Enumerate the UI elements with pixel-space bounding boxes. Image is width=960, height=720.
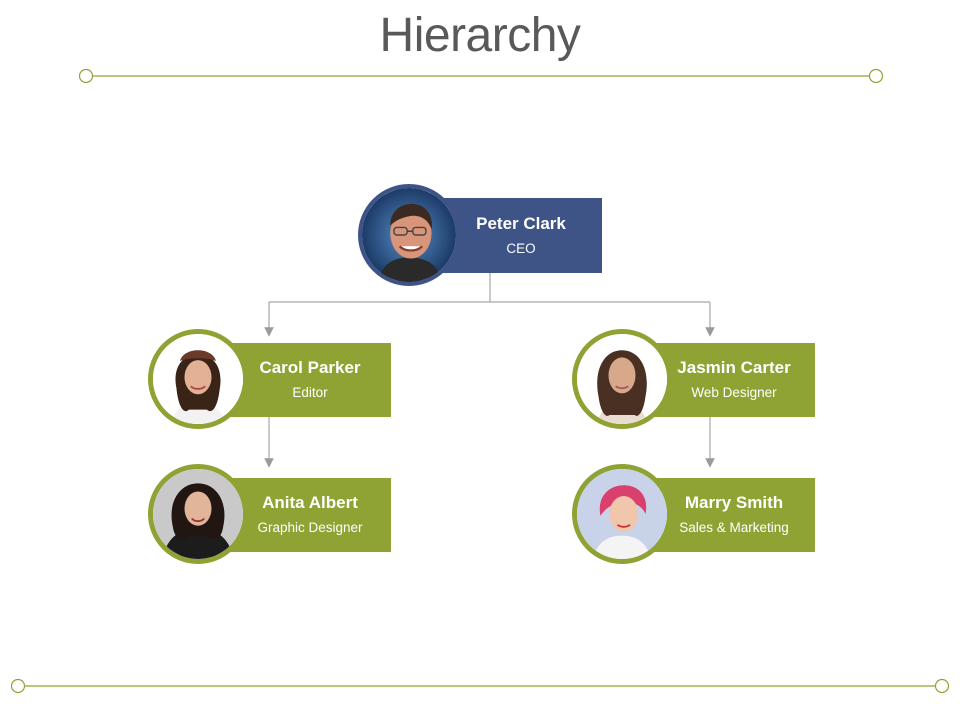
carol-avatar [148, 329, 248, 429]
ceo-name: Peter Clark [476, 213, 566, 233]
ceo-card: Peter Clark CEO [440, 198, 602, 273]
ceo-role: CEO [506, 240, 536, 256]
man-glasses-photo-icon [362, 188, 456, 282]
jasmin-name: Jasmin Carter [677, 358, 791, 377]
carol-name: Carol Parker [259, 358, 361, 377]
woman-cap-photo-icon [153, 334, 243, 424]
marry-card: Marry Smith Sales & Marketing [653, 478, 815, 552]
anita-role: Graphic Designer [257, 520, 363, 535]
woman-pink-hair-photo-icon [577, 469, 667, 559]
marry-name: Marry Smith [684, 493, 784, 512]
connector-lines [264, 272, 715, 468]
ceo-avatar [358, 184, 460, 286]
top-rule [78, 68, 884, 84]
woman-leather-jacket-photo-icon [153, 469, 243, 559]
page-title: Hierarchy [379, 9, 581, 62]
jasmin-card: Jasmin Carter Web Designer [653, 343, 815, 417]
bottom-rule [10, 678, 950, 694]
jasmin-role: Web Designer [691, 385, 777, 400]
marry-role: Sales & Marketing [679, 520, 789, 535]
jasmin-avatar [572, 329, 672, 429]
carol-role: Editor [292, 385, 328, 400]
anita-avatar [148, 464, 248, 564]
woman-long-hair-photo-icon [577, 334, 667, 424]
anita-card: Anita Albert Graphic Designer [229, 478, 391, 552]
anita-name: Anita Albert [262, 493, 358, 512]
marry-avatar [572, 464, 672, 564]
carol-card: Carol Parker Editor [229, 343, 391, 417]
